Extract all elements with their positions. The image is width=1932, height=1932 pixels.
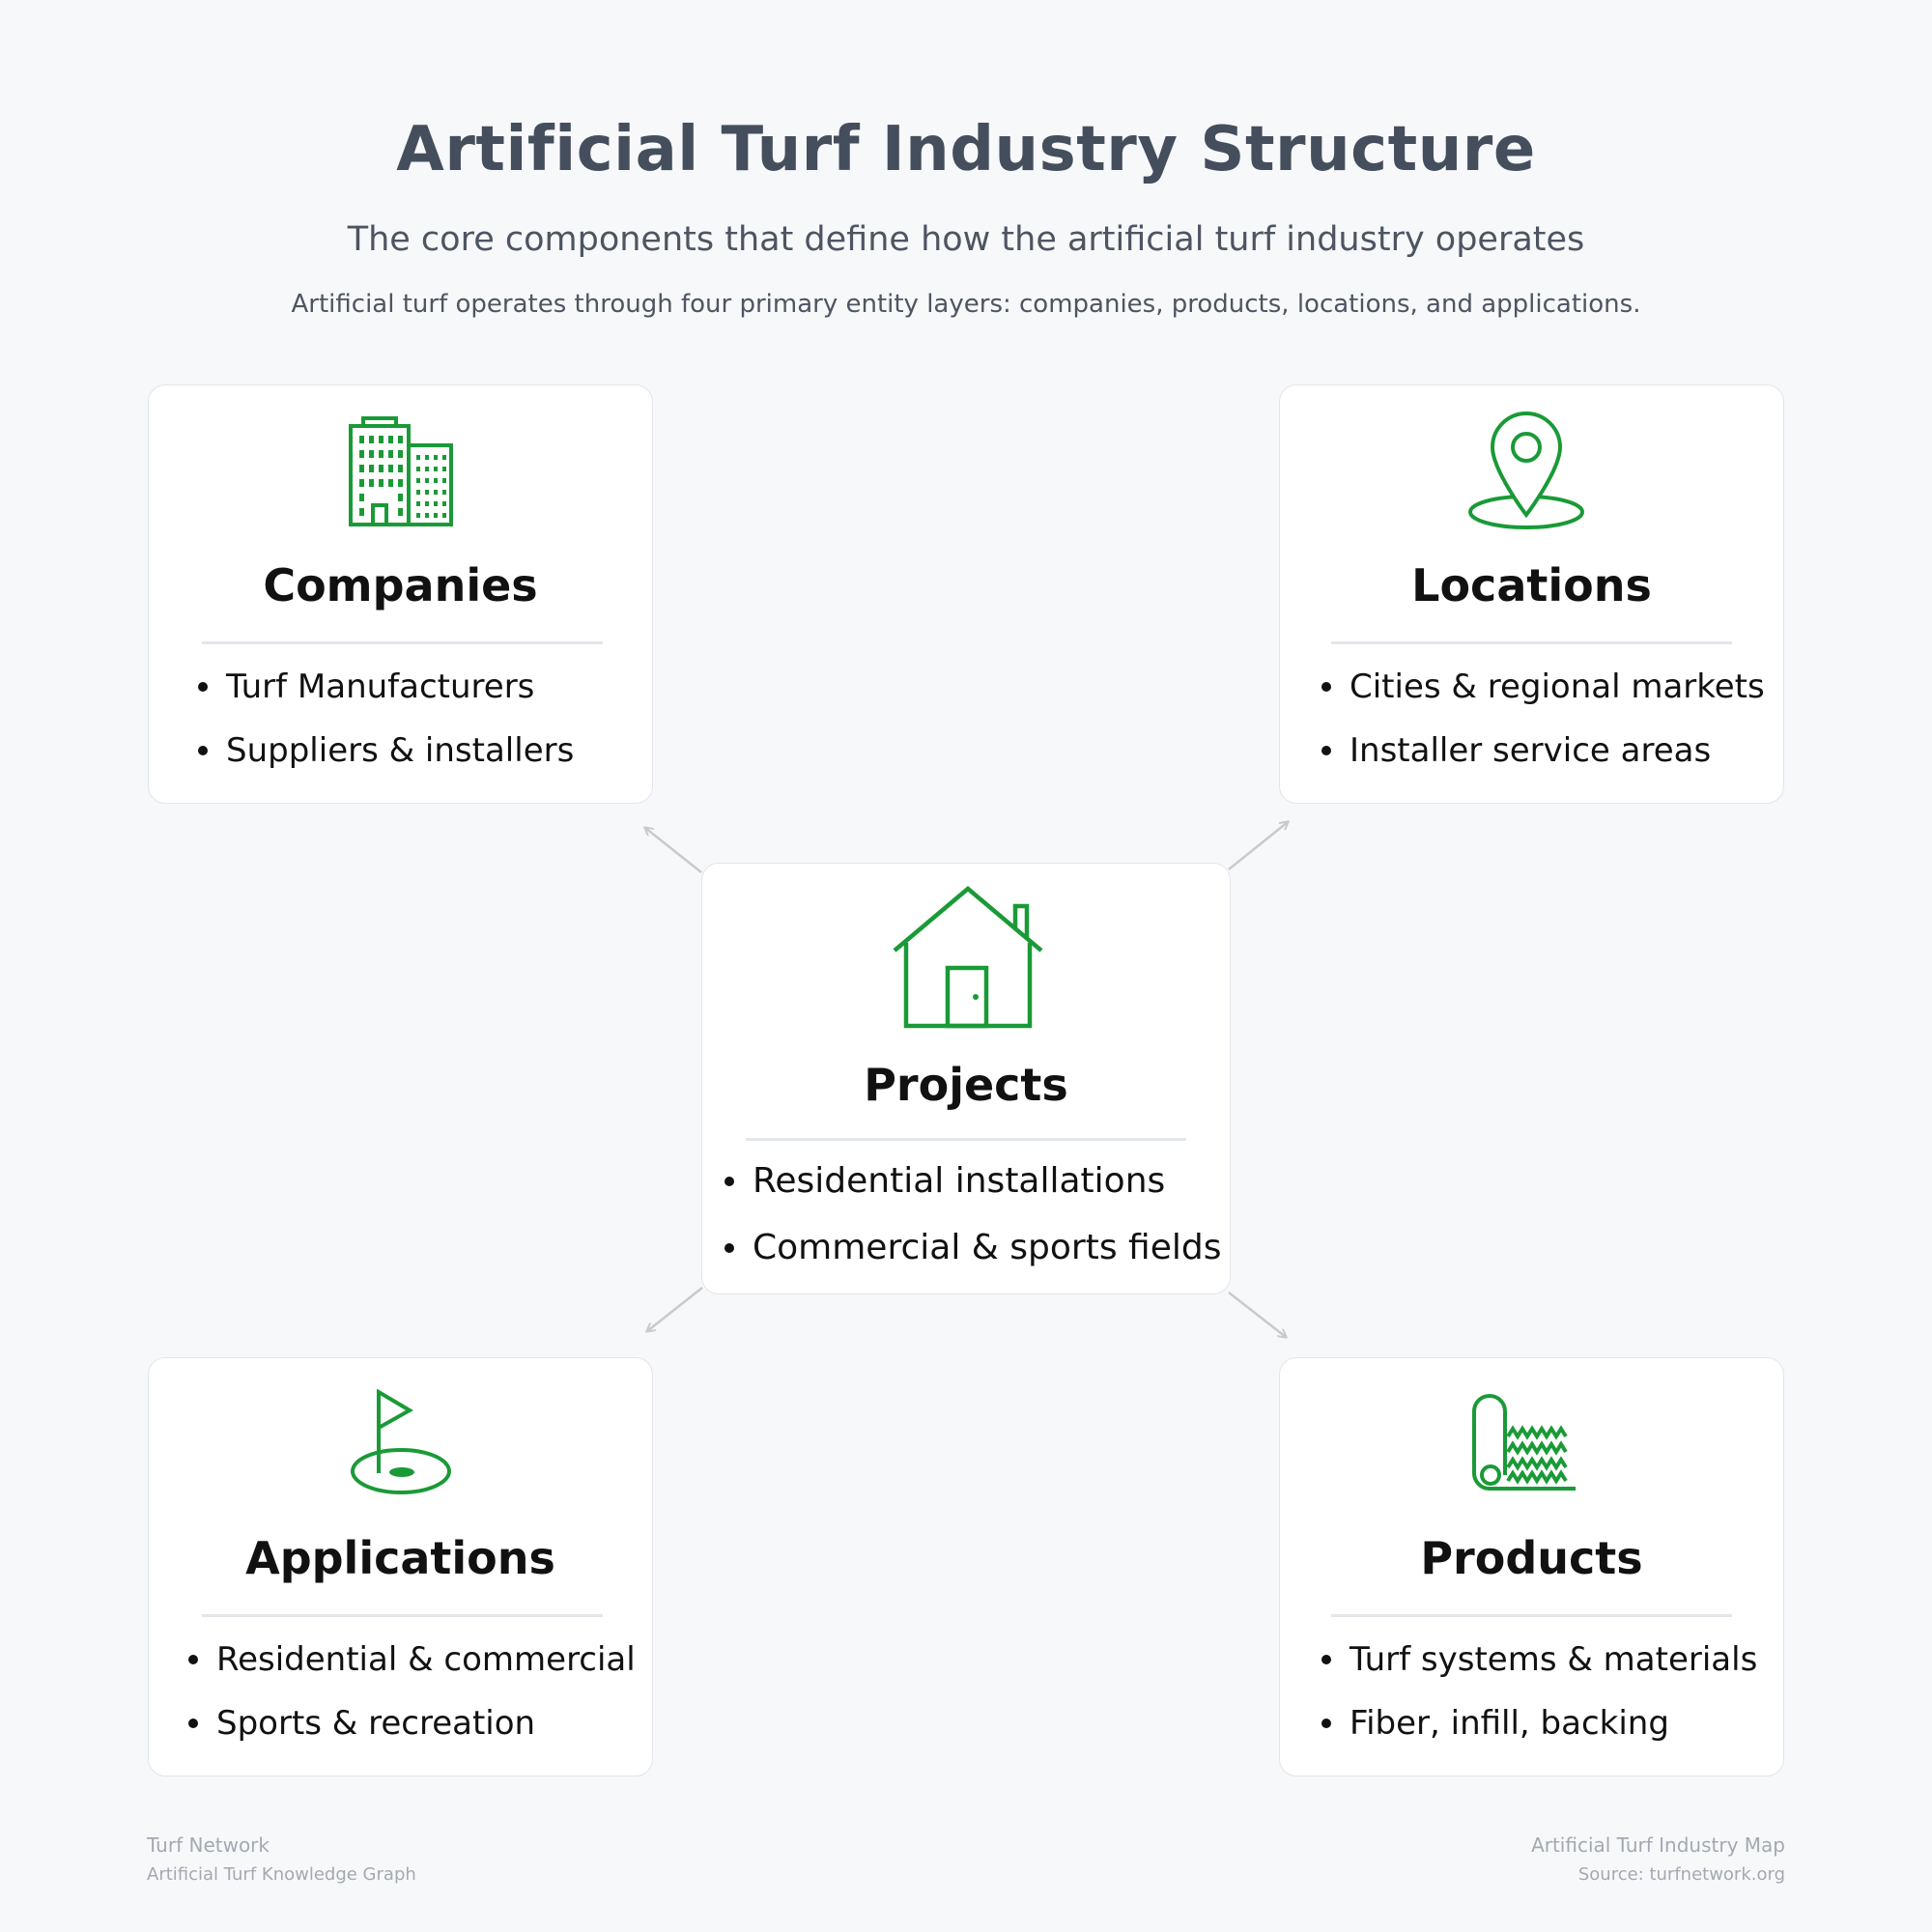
page-subtitle: The core components that define how the …: [347, 220, 1585, 259]
edge-projects-products: [1228, 1292, 1286, 1337]
page-description: Artificial turf operates through four pr…: [291, 290, 1641, 319]
list-item: Installer service areas: [1321, 731, 1765, 770]
node-title: Companies: [263, 559, 538, 611]
node-item-list: Turf systems & materials Fiber, infill, …: [1321, 1640, 1758, 1743]
divider: [1331, 641, 1732, 644]
list-item: Turf systems & materials: [1321, 1640, 1758, 1679]
node-locations[interactable]: Locations Cities & regional markets Inst…: [1279, 384, 1784, 804]
office-buildings-icon: [348, 416, 454, 527]
list-item: Cities & regional markets: [1321, 668, 1765, 706]
list-item: Residential & commercial: [188, 1640, 636, 1679]
node-companies[interactable]: Companies Turf Manufacturers Suppliers &…: [148, 384, 653, 804]
node-title: Locations: [1411, 559, 1652, 611]
footer-source: Source: turfnetwork.org: [1577, 1864, 1785, 1885]
edge-projects-locations: [1228, 822, 1288, 870]
node-title: Projects: [864, 1059, 1068, 1111]
node-item-list: Turf Manufacturers Suppliers & installer…: [197, 668, 575, 770]
list-item: Fiber, infill, backing: [1321, 1704, 1757, 1743]
footer-tagline: Artificial Turf Knowledge Graph: [147, 1864, 416, 1885]
divider: [746, 1138, 1186, 1141]
map-pin-icon: [1467, 411, 1585, 530]
house-icon: [892, 885, 1044, 1030]
list-item: Residential installations: [724, 1161, 1221, 1201]
footer-map-name: Artificial Turf Industry Map: [1531, 1833, 1785, 1857]
node-item-list: Cities & regional markets Installer serv…: [1321, 668, 1765, 770]
footer-left: Turf Network Artificial Turf Knowledge G…: [147, 1833, 416, 1885]
divider: [202, 1614, 603, 1617]
node-item-list: Residential installations Commercial & s…: [724, 1161, 1222, 1267]
turf-roll-icon: [1471, 1392, 1579, 1500]
footer-right: Artificial Turf Industry Map Source: tur…: [1531, 1833, 1785, 1885]
node-item-list: Residential & commercial Sports & recrea…: [188, 1640, 636, 1743]
list-item: Sports & recreation: [188, 1704, 636, 1743]
node-products[interactable]: Products Turf systems & materials Fiber,…: [1279, 1357, 1784, 1776]
edge-projects-applications: [647, 1287, 703, 1331]
footer-brand: Turf Network: [147, 1833, 270, 1857]
page-title: Artificial Turf Industry Structure: [396, 114, 1536, 185]
list-item: Commercial & sports fields: [724, 1228, 1222, 1267]
edge-projects-companies: [645, 828, 702, 873]
node-title: Applications: [245, 1532, 555, 1584]
list-item: Suppliers & installers: [197, 731, 575, 770]
divider: [1331, 1614, 1732, 1617]
divider: [202, 641, 603, 644]
node-applications[interactable]: Applications Residential & commercial Sp…: [148, 1357, 653, 1776]
list-item: Turf Manufacturers: [197, 668, 574, 706]
golf-flag-icon: [348, 1389, 454, 1497]
node-projects[interactable]: Projects Residential installations Comme…: [701, 863, 1231, 1294]
node-title: Products: [1420, 1532, 1643, 1584]
